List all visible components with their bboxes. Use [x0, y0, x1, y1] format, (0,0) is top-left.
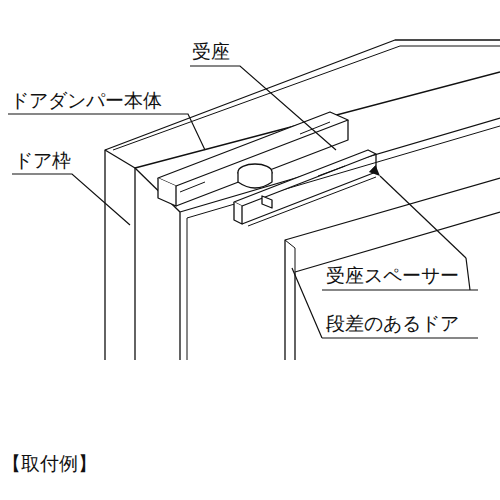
- damper-body-end: [158, 178, 176, 206]
- frame-outer: [105, 40, 500, 360]
- frame-inner: [135, 72, 500, 360]
- part-label: 受座: [192, 40, 230, 63]
- receiver-end: [234, 202, 242, 224]
- damper-slot: [180, 182, 205, 192]
- leader-line: [322, 258, 478, 290]
- part-label: ドアダンパー本体: [10, 89, 162, 112]
- frame-corner: [105, 150, 135, 168]
- damper-roller-side: [238, 172, 272, 188]
- part-label: ドア枠: [14, 149, 71, 172]
- door-step-edge: [285, 240, 295, 272]
- part-label: 段差のあるドア: [326, 312, 459, 335]
- leader-line: [8, 114, 205, 150]
- leader-line: [190, 66, 336, 150]
- caption: 【取付例】: [2, 452, 97, 475]
- receiver-slot: [318, 166, 345, 176]
- spacer-edge: [248, 177, 376, 226]
- receiver-top: [234, 150, 376, 206]
- door-top: [285, 178, 500, 360]
- receiver-front: [242, 154, 376, 224]
- part-label: 受座スペーサー: [326, 264, 459, 287]
- leader-line: [12, 174, 130, 225]
- receiver-catch: [262, 196, 272, 208]
- leader-arrow: [380, 176, 466, 258]
